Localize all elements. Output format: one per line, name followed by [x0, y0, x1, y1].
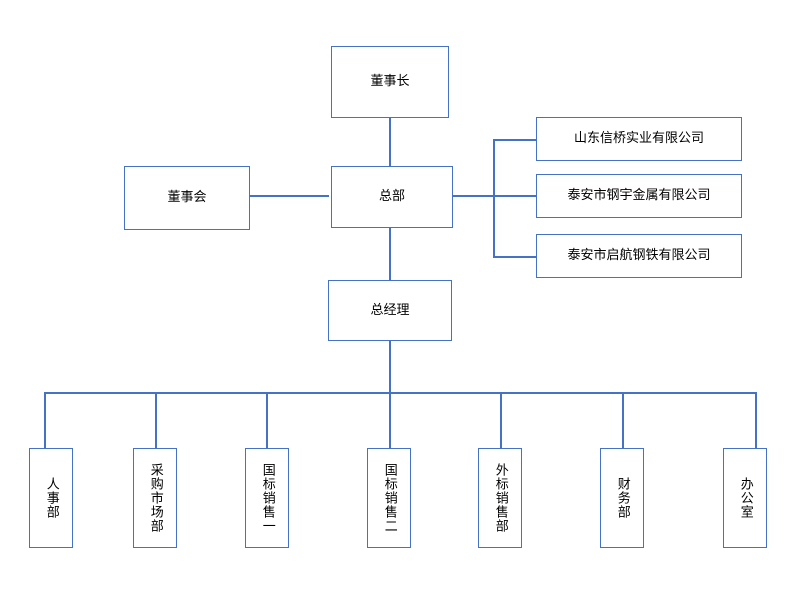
connector-headquarters-to-general-manager — [389, 228, 391, 280]
node-general-manager[interactable]: 总经理 — [328, 280, 452, 341]
node-chairman[interactable]: 董事长 — [331, 46, 449, 118]
node-subsidiary-2[interactable]: 泰安市钢宇金属有限公司 — [536, 174, 742, 218]
connector-subsidiary-1 — [493, 139, 537, 141]
connector-department-drop-3 — [266, 392, 268, 448]
node-subsidiary-1[interactable]: 山东信桥实业有限公司 — [536, 117, 742, 161]
node-department-purchasing-market[interactable]: 采购市场部 — [133, 448, 177, 548]
connector-department-bus — [44, 392, 756, 394]
connector-department-drop-4 — [389, 392, 391, 448]
connector-department-drop-5 — [500, 392, 502, 448]
connector-subsidiary-bus-vertical — [493, 140, 495, 257]
node-department-gb-sales-1[interactable]: 国标销售一 — [245, 448, 289, 548]
connector-subsidiary-3 — [493, 256, 537, 258]
node-department-office[interactable]: 办公室 — [723, 448, 767, 548]
node-board-of-directors[interactable]: 董事会 — [124, 166, 250, 230]
connector-board-to-headquarters — [249, 195, 329, 197]
connector-general-manager-to-department-bus — [389, 341, 391, 393]
node-department-hr[interactable]: 人事部 — [29, 448, 73, 548]
node-department-finance[interactable]: 财务部 — [600, 448, 644, 548]
node-department-gb-sales-2[interactable]: 国标销售二 — [367, 448, 411, 548]
connector-subsidiary-2 — [493, 195, 537, 197]
node-department-foreign-standard-sales[interactable]: 外标销售部 — [478, 448, 522, 548]
connector-department-drop-2 — [155, 392, 157, 448]
connector-department-drop-6 — [622, 392, 624, 448]
node-subsidiary-3[interactable]: 泰安市启航钢铁有限公司 — [536, 234, 742, 278]
connector-department-drop-7 — [755, 392, 757, 448]
node-headquarters[interactable]: 总部 — [331, 166, 453, 228]
connector-chairman-to-headquarters — [389, 118, 391, 166]
connector-headquarters-to-subsidiary-bus — [452, 195, 494, 197]
connector-department-drop-1 — [44, 392, 46, 448]
